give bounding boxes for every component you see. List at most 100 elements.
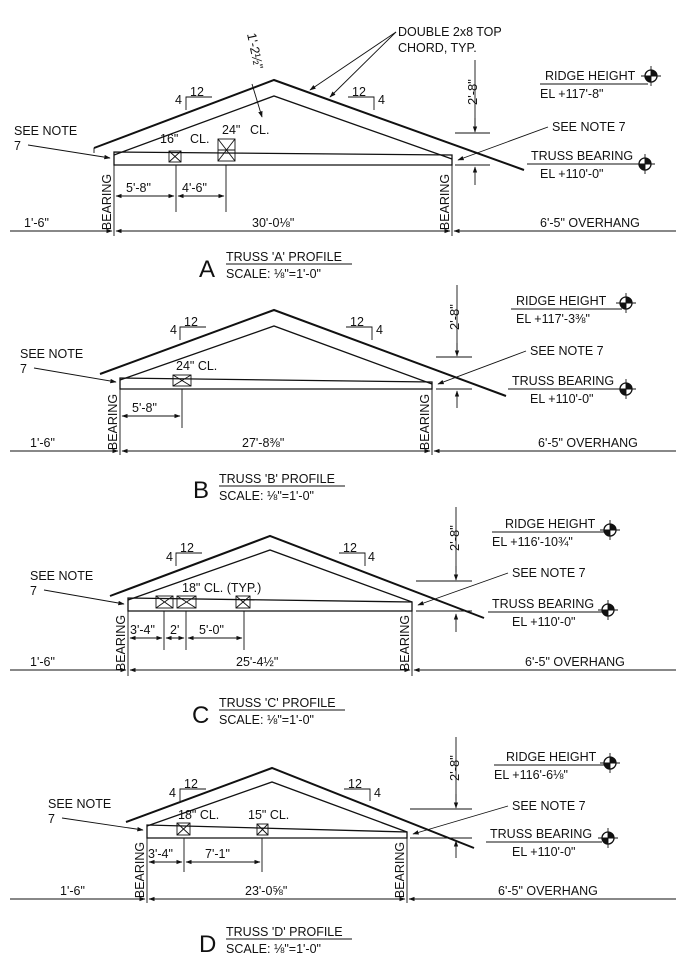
truss-b-pitch-left-run: 12 — [184, 315, 198, 329]
truss-a-pitch-right-run: 12 — [352, 85, 366, 99]
truss-b-bottom-chord — [119, 377, 433, 390]
truss-c-group: 4 12 12 4 18" CL. (TYP.) SEE NOTE 7 2'-8… — [10, 507, 676, 729]
truss-b-left-bearing-text: BEARING — [106, 394, 120, 450]
truss-d-ridge-target-icon — [600, 753, 620, 773]
truss-b-bearing-el: EL +110'-0" — [530, 392, 593, 406]
truss-c-pitch-left-rise: 4 — [166, 550, 173, 564]
truss-a-see-note-7: SEE NOTE 7 — [552, 120, 626, 134]
truss-b-pitch-right-mark — [346, 326, 373, 340]
truss-c-pitch-left-run: 12 — [180, 541, 194, 555]
truss-b-pitch-left-mark — [179, 326, 206, 340]
truss-a-pitch-left-rise: 4 — [175, 93, 182, 107]
truss-d-pitch-left-run: 12 — [184, 777, 198, 791]
truss-c-pitch-right-run: 12 — [343, 541, 357, 555]
truss-c-duct-box-1 — [155, 595, 174, 609]
truss-b-heel-dim: 2'-8" — [447, 304, 462, 330]
truss-d-letter: D — [199, 931, 216, 958]
truss-c-ridge-target-icon — [600, 520, 620, 540]
truss-d-top-chord-inner — [146, 781, 408, 833]
truss-a-duct-box-2 — [217, 138, 236, 162]
truss-d-clearance-1: 18" CL. — [178, 808, 219, 822]
truss-d-ridge-label: RIDGE HEIGHT — [506, 750, 597, 764]
truss-a-left-bearing-text: BEARING — [100, 174, 114, 230]
truss-c-dim-2: 2' — [170, 623, 179, 637]
truss-c-scale: SCALE: ⅛"=1'-0" — [219, 713, 314, 727]
truss-a-scale: SCALE: ⅛"=1'-0" — [226, 267, 321, 281]
truss-d-top-chord-outer — [125, 766, 475, 849]
truss-d-left-bearing-text: BEARING — [133, 842, 147, 898]
truss-c-pitch-right-mark — [339, 552, 366, 566]
truss-a-ridge-el: EL +117'-8" — [540, 87, 603, 101]
truss-c-see-note-leader — [43, 589, 125, 606]
truss-c-pitch-left-mark — [175, 552, 202, 566]
truss-a-bearing-el: EL +110'-0" — [540, 167, 603, 181]
truss-c-clearance: 18" CL. (TYP.) — [182, 581, 261, 595]
truss-a-duct-box-1 — [168, 150, 182, 163]
truss-c-span: 25'-4½" — [236, 655, 278, 669]
truss-a-letter: A — [199, 256, 215, 283]
truss-c-see-note-7: SEE NOTE 7 — [512, 566, 586, 580]
truss-a-right-overhang: 6'-5" OVERHANG — [540, 216, 640, 230]
truss-d-ridge-el: EL +116'-6⅛" — [494, 768, 568, 782]
truss-a-bearing-target-icon — [635, 154, 655, 174]
truss-d-right-bearing-text: BEARING — [393, 842, 407, 898]
truss-b-title: TRUSS 'B' PROFILE — [219, 472, 335, 486]
top-chord-offset-dim: 1'-2½" — [244, 32, 266, 71]
truss-a-span: 30'-0⅛" — [252, 216, 294, 230]
truss-d-pitch-left-mark — [179, 788, 206, 801]
truss-d-bearing-el: EL +110'-0" — [512, 845, 575, 859]
truss-a-see-note-num: 7 — [14, 139, 21, 153]
truss-a-pitch-left-run: 12 — [190, 85, 204, 99]
truss-b-left-overhang: 1'-6" — [30, 436, 55, 450]
truss-a-pitch-right-mark — [348, 96, 375, 110]
truss-b-bearing-label: TRUSS BEARING — [512, 374, 614, 388]
truss-b-see-note-leader — [33, 367, 117, 384]
top-chord-note-line2: CHORD, TYP. — [398, 41, 477, 55]
truss-d-bearing-label: TRUSS BEARING — [490, 827, 592, 841]
truss-d-bearing-target-icon — [598, 828, 618, 848]
truss-c-bearing-target-icon — [598, 600, 618, 620]
truss-d-clearance-2: 15" CL. — [248, 808, 289, 822]
truss-a-clearance-cl1: CL. — [190, 132, 209, 146]
truss-b-pitch-right-run: 12 — [350, 315, 364, 329]
truss-d-span: 23'-0⅝" — [245, 884, 287, 898]
truss-c-see-note: SEE NOTE — [30, 569, 93, 583]
truss-c-title: TRUSS 'C' PROFILE — [219, 696, 336, 710]
truss-b-scale: SCALE: ⅛"=1'-0" — [219, 489, 314, 503]
truss-a-dim-1: 5'-8" — [126, 181, 151, 195]
truss-c-pitch-right-rise: 4 — [368, 550, 375, 564]
truss-a-top-chord-inner — [113, 95, 453, 160]
truss-b-see-note-7: SEE NOTE 7 — [530, 344, 604, 358]
truss-b-top-chord-outer — [99, 308, 507, 397]
truss-d-right-overhang: 6'-5" OVERHANG — [498, 884, 598, 898]
truss-d-pitch-right-run: 12 — [348, 777, 362, 791]
truss-c-left-bearing-text: BEARING — [114, 615, 128, 671]
truss-d-scale: SCALE: ⅛"=1'-0" — [226, 942, 321, 956]
truss-b-see-note-num: 7 — [20, 362, 27, 376]
truss-b-pitch-right-rise: 4 — [376, 323, 383, 337]
truss-d-dim-2: 7'-1" — [205, 847, 230, 861]
truss-b-letter: B — [193, 477, 209, 504]
truss-b-ridge-target-icon — [616, 293, 636, 313]
truss-b-ridge-label: RIDGE HEIGHT — [516, 294, 607, 308]
truss-a-group: 1'-2½" DOUBLE 2x8 TOP CHORD, TYP. 4 12 1… — [10, 25, 676, 283]
truss-c-right-bearing-text: BEARING — [398, 615, 412, 671]
truss-d-duct-box-1 — [176, 822, 191, 836]
truss-a-dim-2: 4'-6" — [182, 181, 207, 195]
top-chord-note-line1: DOUBLE 2x8 TOP — [398, 25, 502, 39]
truss-d-pitch-right-mark — [344, 788, 371, 801]
truss-a-bottom-chord — [113, 151, 453, 166]
truss-c-dim-1: 3'-4" — [130, 623, 155, 637]
truss-d-see-note: SEE NOTE — [48, 797, 111, 811]
truss-d-see-note-leader — [61, 817, 144, 832]
truss-a-pitch-left-mark — [185, 96, 212, 110]
truss-a-left-overhang: 1'-6" — [24, 216, 49, 230]
truss-c-top-chord-outer — [109, 534, 485, 619]
truss-d-see-note-7-leader — [412, 805, 509, 835]
truss-a-clearance-24: 24" — [222, 123, 240, 137]
top-chord-offset-leader — [251, 83, 263, 118]
truss-a-see-note: SEE NOTE — [14, 124, 77, 138]
truss-b-see-note: SEE NOTE — [20, 347, 83, 361]
truss-a-see-note-7-leader — [457, 126, 549, 161]
truss-a-see-note-leader — [27, 144, 111, 160]
